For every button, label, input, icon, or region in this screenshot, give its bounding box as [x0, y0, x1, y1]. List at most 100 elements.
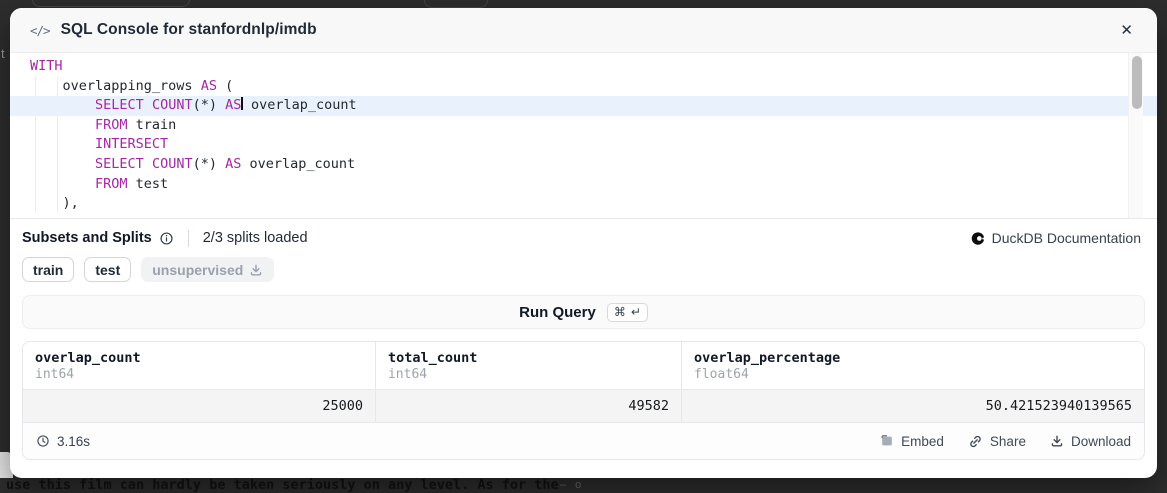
action-label: Download — [1070, 433, 1131, 449]
run-query-label: Run Query — [519, 303, 596, 321]
code-line-active: SELECT COUNT(*) AS overlap_count — [10, 96, 1157, 116]
column-type: float64 — [694, 367, 749, 382]
sql-keyword: SELECT — [95, 97, 144, 114]
embed-icon — [881, 435, 892, 446]
sql-keyword: SELECT — [95, 155, 144, 172]
sql-keyword: INTERSECT — [95, 136, 169, 153]
code-lines: WITH overlapping_rows AS ( SELECT COUNT(… — [10, 57, 1157, 214]
share-button[interactable]: Share — [968, 434, 1026, 449]
indent-guide — [57, 77, 58, 213]
duckdb-documentation-link[interactable]: DuckDB Documentation — [971, 230, 1141, 246]
backdrop-fragment — [424, 0, 488, 8]
modal-title: SQL Console for stanfordnlp/imdb — [60, 21, 317, 38]
sql-text: overlap_count — [242, 97, 357, 114]
sql-keyword: AS — [225, 97, 242, 114]
query-duration-value: 3.16s — [57, 433, 91, 449]
keyboard-shortcut-badge: ⌘ ↵ — [606, 302, 648, 322]
sql-text: test — [127, 175, 169, 192]
sql-text: overlapping_rows — [30, 77, 201, 94]
sql-keyword: COUNT — [151, 97, 193, 114]
sql-text: ), — [30, 195, 79, 212]
code-line: overlapping_rows AS ( — [10, 77, 1157, 97]
enter-key-icon: ↵ — [630, 304, 641, 319]
embed-button[interactable]: Embed — [880, 434, 944, 449]
sql-keyword: COUNT — [151, 155, 193, 172]
backdrop-fragment: – o — [560, 479, 585, 491]
sql-text — [144, 97, 152, 113]
download-button[interactable]: Download — [1050, 434, 1131, 449]
split-pill-unsupervised[interactable]: unsupervised — [141, 257, 275, 282]
action-label: Share — [989, 433, 1026, 449]
sql-text: ( — [216, 77, 234, 94]
split-pill-test[interactable]: test — [84, 257, 132, 282]
splits-pill-row: train test unsupervised — [10, 257, 1157, 282]
clock-icon — [36, 434, 50, 448]
splits-section-title: Subsets and Splits — [22, 230, 152, 246]
duckdb-documentation-label: DuckDB Documentation — [991, 230, 1141, 246]
run-query-button[interactable]: Run Query ⌘ ↵ — [22, 295, 1145, 329]
backdrop-page-text: use this film can hardly be taken seriou… — [6, 477, 559, 493]
sql-text: (*) — [192, 97, 226, 114]
download-icon — [251, 264, 262, 276]
column-type: int64 — [35, 367, 75, 382]
results-footer: 3.16s Embed Share Download — [23, 422, 1144, 459]
sql-text: train — [127, 116, 177, 133]
code-line: FROM train — [10, 116, 1157, 136]
split-pill-train[interactable]: train — [22, 257, 75, 282]
sql-keyword: AS — [200, 77, 217, 94]
sql-keyword: WITH — [30, 58, 63, 74]
editor-scrollbar-track — [1128, 53, 1143, 218]
sql-text: overlap_count — [241, 155, 356, 172]
modal-header: </> SQL Console for stanfordnlp/imdb ✕ — [10, 8, 1157, 53]
backdrop-fragment: t — [1, 46, 5, 61]
column-type: int64 — [387, 367, 428, 382]
cell-overlap_count: 25000 — [322, 398, 363, 414]
cell-overlap_percentage: 50.421523940139565 — [681, 390, 1144, 422]
code-line: WITH — [10, 57, 1157, 77]
backdrop-fragment — [32, 0, 190, 7]
close-button[interactable]: ✕ — [1116, 19, 1137, 42]
query-duration: 3.16s — [36, 434, 90, 449]
sql-text — [144, 156, 152, 172]
action-label: Embed — [901, 433, 944, 449]
footer-actions: Embed Share Download — [880, 434, 1131, 449]
cell-total_count: 49582 — [374, 390, 681, 422]
share-link-icon — [970, 435, 981, 447]
info-icon[interactable] — [159, 231, 174, 246]
splits-loaded-status: 2/3 splits loaded — [202, 230, 308, 246]
sql-text — [30, 136, 95, 152]
duckdb-logo-icon — [971, 231, 986, 246]
splits-meta-row: Subsets and Splits 2/3 splits loaded Duc… — [10, 228, 1157, 248]
download-icon — [1051, 435, 1063, 447]
sql-text — [30, 156, 95, 172]
sql-text — [30, 176, 95, 192]
code-line: SELECT COUNT(*) AS overlap_count — [10, 155, 1157, 175]
indent-guide — [35, 77, 36, 213]
code-icon: </> — [30, 22, 51, 38]
column-name: overlap_count — [35, 350, 141, 366]
text-cursor — [241, 97, 243, 111]
column-name: overlap_percentage — [694, 350, 841, 366]
code-line: INTERSECT — [10, 135, 1157, 155]
sql-text: (*) — [192, 155, 226, 172]
sql-editor[interactable]: WITH overlapping_rows AS ( SELECT COUNT(… — [10, 53, 1157, 219]
sql-text — [30, 117, 95, 133]
split-pill-label: train — [33, 261, 64, 278]
column-name: total_count — [387, 350, 478, 366]
divider — [187, 229, 189, 247]
command-key-icon: ⌘ — [613, 304, 626, 319]
sql-text — [30, 97, 95, 113]
editor-scrollbar-thumb[interactable] — [1131, 56, 1142, 109]
code-line: ), — [10, 194, 1157, 214]
split-pill-label: unsupervised — [152, 261, 244, 278]
sql-keyword: AS — [225, 155, 242, 172]
split-pill-label: test — [95, 261, 121, 278]
code-line: FROM test — [10, 175, 1157, 195]
sql-console-modal: </> SQL Console for stanfordnlp/imdb ✕ W… — [10, 8, 1157, 478]
